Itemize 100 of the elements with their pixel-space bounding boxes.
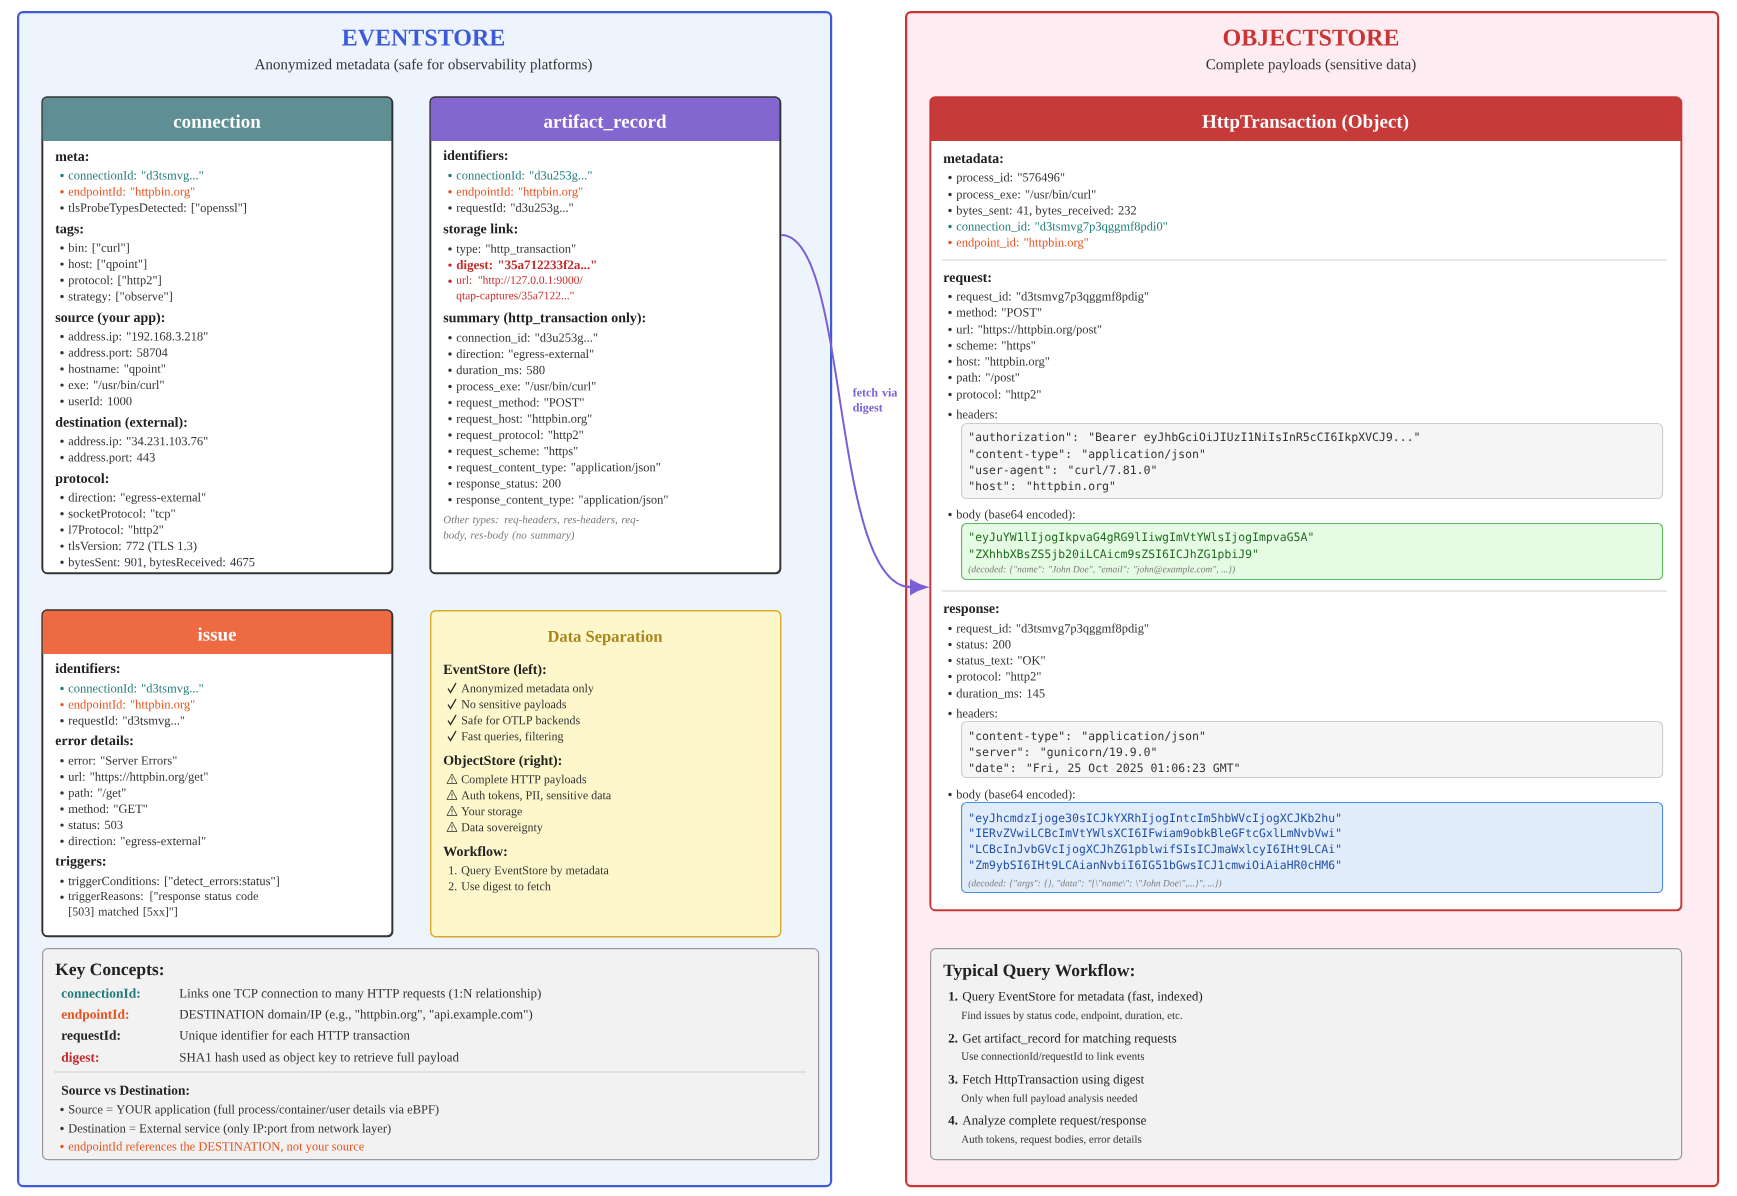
record-card	[929, 96, 1683, 912]
field-item: socketProtocol: "tcp"	[60, 508, 175, 521]
section-heading: error details:	[55, 735, 133, 746]
field-item: digest: "35a712233f2a..."	[448, 259, 596, 272]
field-item: status_text: "OK"	[948, 656, 1045, 666]
list-item: Auth tokens, PII, sensitive data	[461, 790, 612, 802]
step-title: 2. Get artifact_record for matching requests	[948, 1033, 1177, 1046]
field-item: endpointId: "httpbin.org"	[448, 186, 583, 199]
section-heading: Key Concepts:	[55, 963, 163, 979]
field-item: tlsProbeTypesDetected: ["openssl"]	[60, 203, 246, 215]
concept-description: Unique identifier for each HTTP transaction	[179, 1030, 410, 1043]
section-heading: storage link:	[443, 223, 517, 237]
field-item: tlsVersion: 772 (TLS 1.3)	[60, 541, 197, 553]
section-heading: request:	[943, 274, 991, 285]
field-item: protocol: ["http2"]	[60, 275, 161, 287]
field-item: body (base64 encoded):	[948, 789, 1075, 802]
field-item: bytes_sent: 41, bytes_received: 232	[948, 205, 1137, 218]
concept-description: DESTINATION domain/IP (e.g., "httpbin.org", "api.example.com")	[179, 1009, 533, 1022]
step-detail: Auth tokens, request bodies, error details	[961, 1135, 1142, 1146]
list-item: Fast queries, filtering	[461, 731, 564, 743]
code-line: "authorization": "Bearer eyJhbGciOiJIUzI1NiIsInR5cCI6IkpXVCJ9..."	[970, 432, 1419, 444]
field-item: requestId: "d3u253g..."	[448, 203, 573, 215]
arrow	[780, 234, 928, 595]
field-item: url: "http://127.0.0.1:9000/ qtap-captures/35a7122..."	[448, 275, 583, 302]
info-card	[930, 948, 1683, 1161]
field-item: connection_id: "d3u253g..."	[448, 333, 598, 345]
field-item: response_content_type: "application/json"	[448, 495, 668, 507]
section-heading: identifiers:	[443, 150, 508, 161]
code-block	[961, 802, 1664, 894]
list-item: Anonymized metadata only	[461, 683, 594, 695]
field-item: method: "POST"	[948, 307, 1042, 317]
note-text: (decoded: {"name": "John Doe", "email": "john@example.com", ...})	[968, 565, 1235, 575]
code-line: "eyJhcmdzIjoge30sICJkYXRhIjogIntcIm5hbWVcIjogXCJKb2hu"	[970, 813, 1341, 825]
field-item: hostname: "qpoint"	[60, 364, 166, 376]
card-title: issue	[197, 627, 237, 641]
field-item: triggerReasons: ["response status code [503] matched [5xx]"]	[60, 891, 258, 918]
field-item: scheme: "https"	[948, 340, 1036, 353]
field-item: requestId: "d3tsmvg..."	[60, 715, 185, 728]
panel-subtitle: Anonymized metadata (safe for observability platforms)	[254, 58, 592, 73]
code-line: "content-type": "application/json"	[970, 731, 1204, 743]
field-item: url: "https://httpbin.org/get"	[60, 772, 208, 784]
list-item: No sensitive payloads	[461, 699, 567, 711]
field-item: bin: ["curl"]	[60, 243, 129, 254]
field-item: request_id: "d3tsmvg7p3qggmf8pdig"	[948, 291, 1149, 304]
field-item: request_host: "httpbin.org"	[448, 414, 592, 426]
code-line: "date": "Fri, 25 Oct 2025 01:06:23 GMT"	[970, 763, 1239, 774]
field-item: strategy: ["observe"]	[60, 291, 172, 304]
panel-subtitle: Complete payloads (sensitive data)	[1206, 58, 1416, 73]
field-item: path: "/get"	[60, 788, 126, 800]
card-title: Data Separation	[547, 630, 663, 646]
field-item: body (base64 encoded):	[948, 509, 1075, 522]
list-item: Safe for OTLP backends	[462, 715, 580, 725]
section-heading: triggers:	[55, 855, 106, 869]
field-item: endpointId: "httpbin.org"	[60, 186, 195, 199]
step-title: 3. Fetch HttpTransaction using digest	[948, 1074, 1145, 1087]
field-item: request_protocol: "http2"	[448, 430, 583, 442]
concept-term: requestId:	[61, 1030, 120, 1043]
note-text: Other types: req-headers, res-headers, req-body, res-body (no summary)	[443, 515, 639, 541]
section-heading: response:	[943, 606, 999, 616]
field-item: process_id: "576496"	[948, 172, 1065, 185]
code-line: "ZXhhbXBsZS5jb20iLCAicm9sZSI6ICJhZG1pbiJ9"	[970, 549, 1258, 561]
field-item: endpointId references the DESTINATION, not your source	[60, 1141, 364, 1154]
code-block	[961, 721, 1664, 779]
field-item: address.ip: "34.231.103.76"	[60, 436, 208, 448]
field-item: connectionId: "d3tsmvg..."	[60, 170, 203, 183]
section-heading: summary (http_transaction only):	[443, 312, 645, 326]
card-title: connection	[173, 114, 261, 128]
step-detail: Use connectionId/requestId to link events	[961, 1052, 1145, 1063]
section-heading: Workflow:	[443, 846, 507, 857]
field-item: Destination = External service (only IP:port from network layer)	[60, 1123, 391, 1136]
field-item: protocol: "http2"	[948, 389, 1041, 402]
concept-term: endpointId:	[61, 1009, 129, 1022]
concept-term: digest:	[61, 1052, 99, 1065]
field-item: duration_ms: 145	[948, 688, 1045, 699]
concept-description: Links one TCP connection to many HTTP requests (1:N relationship)	[179, 988, 541, 1001]
field-item: status: 503	[60, 820, 123, 830]
panel-title: EVENTSTORE	[342, 29, 505, 46]
section-heading: identifiers:	[55, 663, 120, 674]
field-item: protocol: "http2"	[948, 671, 1041, 684]
code-block	[961, 523, 1664, 581]
panel-title: OBJECTSTORE	[1223, 29, 1399, 46]
field-item: process_exe: "/usr/bin/curl"	[448, 381, 596, 393]
store-panel	[905, 11, 1720, 1188]
concept-term: connectionId:	[61, 988, 140, 998]
code-line: "Zm9ybSI6IHt9LCAianNvbiI6IG51bGwsICJ1cmwiOiAiaHR0cHM6"	[970, 860, 1341, 872]
field-item: address.port: 443	[60, 452, 155, 465]
field-item: headers:	[948, 708, 997, 718]
code-block	[961, 423, 1664, 500]
field-item: connectionId: "d3u253g..."	[448, 170, 592, 183]
edge-label: fetch via digest	[851, 386, 901, 416]
section-heading: meta:	[55, 153, 89, 162]
field-item: headers:	[948, 409, 997, 419]
field-item: l7Protocol: "http2"	[60, 525, 164, 537]
field-item: connection_id: "d3tsmvg7p3qggmf8pdi0"	[948, 221, 1168, 234]
list-item: Data sovereignty	[461, 823, 543, 834]
field-item: error: "Server Errors"	[60, 756, 177, 765]
section-heading: Typical Query Workflow:	[943, 963, 1134, 980]
list-item: Your storage	[461, 807, 522, 818]
code-line: "server": "gunicorn/19.9.0"	[970, 747, 1156, 759]
step-title: 1. Query EventStore for metadata (fast, indexed)	[949, 991, 1203, 1004]
